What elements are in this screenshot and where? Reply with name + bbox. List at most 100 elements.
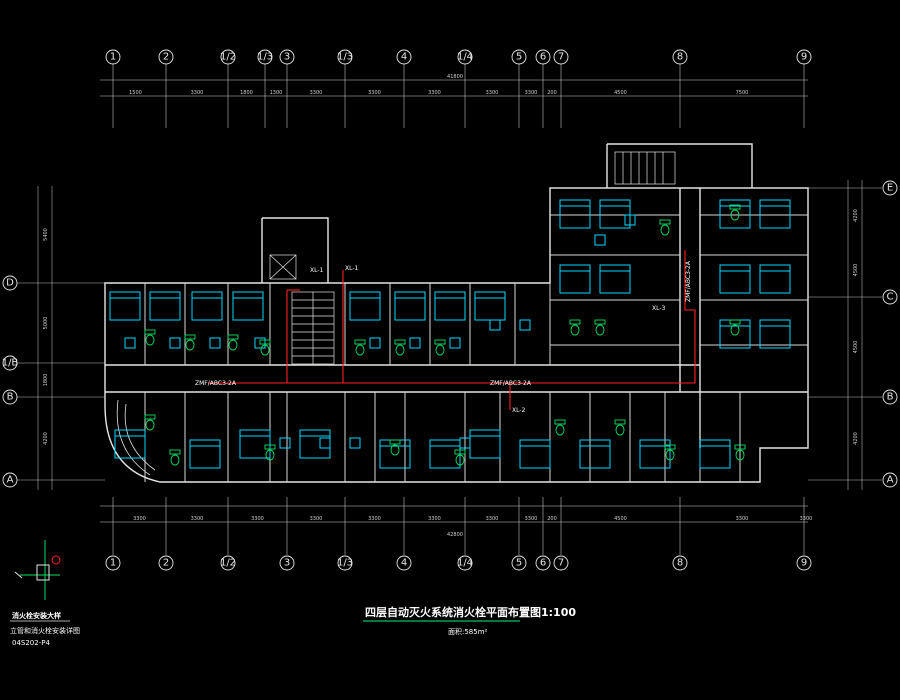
axis-label-bottom: 4 — [401, 558, 407, 569]
axis-bubble — [553, 555, 569, 571]
fire-hydrant-pipe — [208, 250, 696, 410]
axis-bubble — [535, 49, 551, 65]
basin-icon — [659, 219, 671, 225]
bed-icon — [759, 319, 791, 349]
bed-icon — [599, 199, 631, 229]
bottom-dimension: 3300 — [486, 516, 499, 522]
axis-bubble — [158, 555, 174, 571]
furniture-layer — [109, 199, 791, 469]
axis-bubble — [396, 555, 412, 571]
bed-icon — [239, 429, 271, 459]
chair-icon — [369, 337, 381, 349]
toilet-icon — [570, 324, 580, 336]
chair-icon — [409, 337, 421, 349]
toilet-icon — [730, 324, 740, 336]
pipe-label-hl4: XL-3 — [652, 305, 666, 312]
toilet-icon — [265, 449, 275, 461]
basin-icon — [734, 444, 746, 450]
basin-icon — [614, 419, 626, 425]
axis-label-top: 1/2 — [220, 52, 236, 63]
basin-icon — [594, 319, 606, 325]
axis-bubble — [882, 472, 898, 488]
bed-icon — [469, 429, 501, 459]
basin-icon — [264, 444, 276, 450]
legend-line2: 04S202-P4 — [12, 639, 50, 647]
pipe-label-hl1: XL-1 — [310, 267, 324, 274]
drawing-title: 四层自动灭火系统消火栓平面布置图1:100 — [365, 605, 576, 619]
toilet-icon — [145, 419, 155, 431]
axis-bubble — [535, 555, 551, 571]
axis-label-left: A — [7, 475, 14, 486]
top-dimension: 3300 — [525, 90, 538, 96]
basin-icon — [729, 319, 741, 325]
axis-label-right: C — [887, 292, 894, 303]
bottom-dimension: 3300 — [133, 516, 146, 522]
toilet-icon — [145, 334, 155, 346]
top-dimension: 4500 — [614, 90, 627, 96]
bed-icon — [191, 291, 223, 321]
bed-icon — [189, 439, 221, 469]
legend-title: 消火栓安装大样 — [12, 611, 61, 620]
axis-label-top: 9 — [801, 52, 807, 63]
toilet-icon — [355, 344, 365, 356]
chair-icon — [279, 437, 291, 449]
axis-bubble — [796, 555, 812, 571]
axis-label-bottom: 1/2 — [220, 558, 236, 569]
axis-bubble — [882, 289, 898, 305]
axis-bubble — [672, 555, 688, 571]
left-axis-grid: D1/BBA — [2, 275, 105, 488]
basin-icon — [454, 449, 466, 455]
basin-icon — [554, 419, 566, 425]
toilet-icon — [170, 454, 180, 466]
axis-bubble — [220, 49, 236, 65]
axis-bubble — [158, 49, 174, 65]
basin-icon — [354, 339, 366, 345]
toilet-icon — [185, 339, 195, 351]
axis-bubble — [553, 49, 569, 65]
basin-icon — [569, 319, 581, 325]
basin-icon — [389, 439, 401, 445]
bed-icon — [114, 429, 146, 459]
axis-label-top: 6 — [540, 52, 546, 63]
pipe-label-hl3: XL-2 — [512, 407, 526, 414]
axis-label-top: 1 — [110, 52, 116, 63]
chair-icon — [254, 337, 266, 349]
axis-bubble — [337, 555, 353, 571]
basin-icon — [394, 339, 406, 345]
axis-label-top: 8 — [677, 52, 683, 63]
axis-label-top: 4 — [401, 52, 407, 63]
axis-bubble — [337, 49, 353, 65]
chair-icon — [209, 337, 221, 349]
basin-icon — [259, 339, 271, 345]
chair-icon — [489, 319, 501, 331]
basin-icon — [184, 334, 196, 340]
left-dimension: 5400 — [43, 228, 49, 241]
toilet-icon — [260, 344, 270, 356]
bed-icon — [434, 291, 466, 321]
axis-label-top: 1/3 — [257, 52, 273, 63]
legend-line1: 立管和消火栓安装详图 — [10, 626, 80, 635]
bed-icon — [599, 264, 631, 294]
basin-icon — [144, 414, 156, 420]
axis-label-top: 7 — [558, 52, 564, 63]
top-total-dimension: 41800 — [447, 74, 463, 80]
bed-icon — [559, 199, 591, 229]
axis-label-top: 3 — [284, 52, 290, 63]
top-dimension: 3300 — [310, 90, 323, 96]
chair-icon — [349, 437, 361, 449]
pipe-label-hl2: XL-1 — [345, 265, 359, 272]
bed-icon — [474, 291, 506, 321]
extinguisher-label-1: ZMF/ABC3-2A — [195, 380, 237, 387]
bed-icon — [759, 199, 791, 229]
bed-icon — [519, 439, 551, 469]
basin-icon — [227, 334, 239, 340]
axis-label-left: B — [7, 392, 14, 403]
bottom-dimension: 3300 — [191, 516, 204, 522]
chair-icon — [459, 437, 471, 449]
axis-label-bottom: 1 — [110, 558, 116, 569]
axis-bubble — [2, 355, 18, 371]
basin-icon — [729, 204, 741, 210]
